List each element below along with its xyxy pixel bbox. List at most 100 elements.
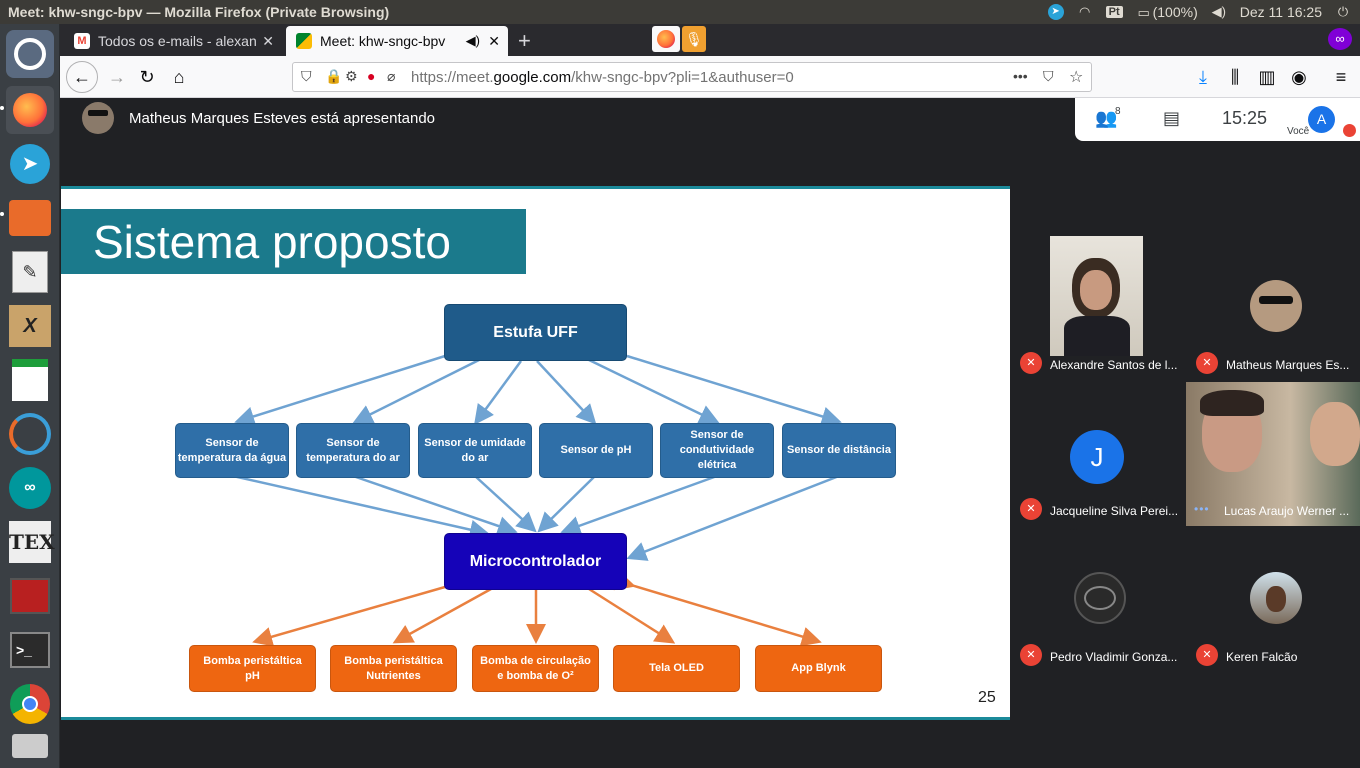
keyboard-language[interactable]: Pt [1105,6,1123,18]
sensor-node: Sensor de umidade do ar [418,423,532,478]
arrow-top-to-sensor-2 [352,357,482,424]
firefox-extension-icon[interactable] [652,26,680,52]
self-avatar[interactable]: A [1308,106,1335,133]
arrow-sensor-3-to-micro [474,475,537,533]
url-path: /khw-sngc-bpv?pli=1&authuser=0 [571,68,794,86]
tab-meet[interactable]: Meet: khw-sngc-bpv ◀) ✕ [286,26,508,56]
shield-icon[interactable]: ⛉ [301,68,312,84]
output-node: App Blynk [755,645,882,692]
participant-tile[interactable]: ✕ Alexandre Santos de l... [1012,236,1186,380]
presenter-avatar [82,102,114,134]
camera-blocked-icon[interactable]: ⌀ [387,68,396,84]
participant-tile[interactable]: J ✕ Jacqueline Silva Perei... [1012,382,1186,526]
sensor-node: Sensor de temperatura do ar [296,423,410,478]
arrow-sensor-6-to-micro [626,474,840,561]
mic-off-icon: ✕ [1196,352,1218,374]
output-node: Bomba peristáltica Nutrientes [330,645,457,692]
krita-icon[interactable] [6,410,54,458]
people-count: 8 [1115,106,1121,117]
close-tab-icon[interactable]: ✕ [488,32,500,49]
participant-video [1186,382,1360,526]
arrow-sensor-1-to-micro [232,474,490,540]
battery-indicator[interactable]: ▭(100%) [1135,4,1197,21]
sensor-node: Sensor de pH [539,423,653,478]
participant-video [1050,236,1143,356]
ubuntu-dash-icon[interactable] [6,30,54,78]
participant-name: Jacqueline Silva Perei... [1050,504,1179,518]
back-button[interactable]: ← [66,61,98,93]
arduino-icon[interactable]: ∞ [6,464,54,512]
close-tab-icon[interactable]: ✕ [262,32,274,49]
bookmark-star-icon[interactable]: ☆ [1069,69,1084,86]
system-top-bar: Meet: khw-sngc-bpv — Mozilla Firefox (Pr… [0,0,1360,24]
meeting-info-panel: 👥 8 ▤ 15:25 A Você [1075,98,1360,141]
text-editor-icon[interactable]: ✎ [6,248,54,296]
arrow-top-to-sensor-4 [536,360,597,425]
page-actions-icon[interactable]: ••• [1013,68,1028,84]
terminal-icon[interactable]: >_ [6,626,54,674]
diagram-arrows [232,354,842,647]
chat-icon[interactable]: ▤ [1163,108,1181,128]
sidebar-icon[interactable]: ▥ [1258,66,1276,87]
reload-button[interactable]: ↻ [139,66,155,87]
sensor-node: Sensor de distância [782,423,896,478]
library-icon[interactable]: ⫼ [1230,66,1240,87]
new-tab-button[interactable]: + [518,28,531,53]
tab-label: Meet: khw-sngc-bpv [320,33,446,49]
running-indicator [0,106,4,110]
telegram-icon[interactable]: ➤ [1047,4,1064,20]
url-bar[interactable]: ⛉ 🔒 ⚙ ● ⌀ https://meet.google.com/khw-sn… [292,62,1092,92]
firefox-icon[interactable] [6,86,54,134]
downloads-icon[interactable]: ⤓ [1199,66,1207,87]
arrow-micro-output-5-bidirectional [613,571,822,647]
presentation-slide: Sistema proposto [61,186,1010,720]
power-icon[interactable]: ⏻ [1337,4,1349,19]
volume-icon[interactable]: ◀) [1211,4,1226,19]
telegram-app-icon[interactable]: ➤ [6,140,54,188]
menu-icon[interactable]: ≡ [1335,66,1347,87]
output-node: Tela OLED [613,645,740,692]
account-icon[interactable]: ◉ [1291,66,1307,87]
system-tray: ➤ ◠ Pt ▭(100%) ◀) Dez 11 16:25 ⏻ [1047,0,1352,24]
arrow-sensor-2-to-micro [352,474,518,536]
participant-avatar [1250,572,1302,624]
microphone-active-icon[interactable]: ● [367,68,376,84]
chrome-icon[interactable] [6,680,54,728]
self-label: Você [1287,126,1310,137]
arrow-top-to-sensor-1 [234,354,446,427]
forward-button[interactable]: → [108,66,126,87]
sensor-node: Sensor de temperatura da água [175,423,289,478]
spreadsheet-icon[interactable] [6,356,54,404]
participant-name: Alexandre Santos de l... [1050,358,1178,372]
lock-icon[interactable]: 🔒 [325,68,343,84]
permissions-icon[interactable]: ⚙ [345,68,358,84]
sensor-node: Sensor de condutividade elétrica [660,423,774,478]
output-node: Bomba peristáltica pH [189,645,316,692]
mic-off-icon: ✕ [1020,498,1042,520]
xfig-icon[interactable]: X [6,302,54,350]
running-indicator [0,212,4,216]
url-text[interactable]: https://meet.google.com/khw-sngc-bpv?pli… [411,69,794,86]
people-icon[interactable]: 👥 [1095,108,1118,128]
participant-tile[interactable]: ✕ Pedro Vladimir Gonza... [1012,528,1186,672]
battery-icon: ▭ [1137,4,1150,20]
home-button[interactable]: ⌂ [173,66,185,87]
files-icon[interactable] [6,194,54,242]
launcher: ➤ ✎ X ∞ TEX >_ [0,24,60,768]
wifi-icon[interactable]: ◠ [1078,4,1091,19]
pocket-icon[interactable]: ⛉ [1043,68,1054,84]
tab-gmail[interactable]: M Todos os e-mails - alexan ✕ [64,26,282,56]
clock-datetime[interactable]: Dez 11 16:25 [1239,4,1322,20]
gmail-icon: M [74,33,90,49]
trash-icon[interactable] [6,728,54,764]
participant-tile[interactable]: ✕ Keren Falcão [1188,528,1360,672]
texmaker-icon[interactable]: TEX [6,518,55,566]
participant-name: Keren Falcão [1226,650,1298,664]
microphone-sharing-icon[interactable]: 🎙 [682,26,706,52]
participant-tile[interactable]: ••• Lucas Araujo Werner ... [1186,382,1360,526]
participant-tile[interactable]: ✕ Matheus Marques Es... [1188,236,1360,380]
tab-label: Todos os e-mails - alexan [98,33,257,49]
tab-audio-icon[interactable]: ◀) [465,33,480,48]
workspace-switcher-icon[interactable] [6,572,54,620]
participant-name: Pedro Vladimir Gonza... [1050,650,1178,664]
